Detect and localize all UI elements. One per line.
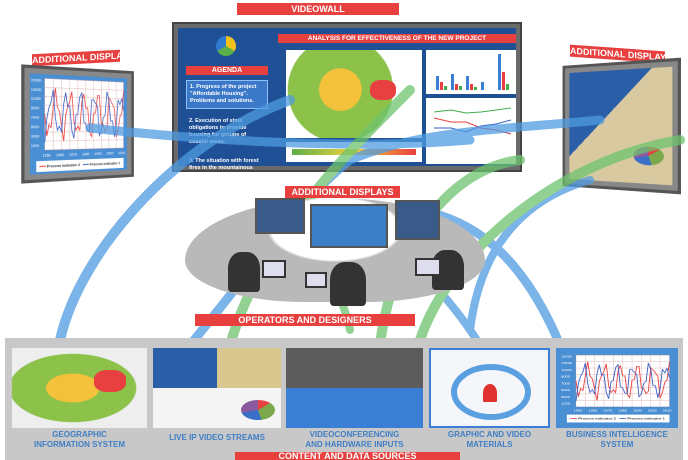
y-tick-label: 9000 bbox=[31, 106, 39, 110]
agenda-item: 3. The situation with forest fires in th… bbox=[189, 158, 259, 178]
videoconferencing-thumbnail bbox=[286, 348, 423, 428]
bi-thumbnail: 15000 13000 11000 9000 7000 5000 3000 1000 1950 1… bbox=[556, 348, 678, 428]
y-tick-label: 9000 bbox=[561, 375, 570, 378]
operator-chair bbox=[330, 262, 366, 306]
agenda-item: 1. Progress of the project "Affordable H… bbox=[186, 80, 268, 109]
analysis-title: ANALYSIS FOR EFFECTIVENESS OF THE NEW PR… bbox=[278, 34, 516, 43]
flow-diagram bbox=[451, 364, 531, 420]
legend-label: Process indicator 1 bbox=[90, 162, 120, 167]
additional-displays-center-label: ADDITIONAL DISPLAYS bbox=[285, 186, 400, 198]
y-tick-label: 13000 bbox=[561, 362, 572, 365]
laptop bbox=[262, 260, 286, 278]
x-tick-label: 1990 bbox=[94, 152, 101, 156]
pie-chart-icon bbox=[241, 400, 275, 420]
x-tick-label: 1960 bbox=[56, 153, 64, 157]
series-line-indicator-2 bbox=[575, 361, 670, 401]
logo-icon bbox=[216, 36, 236, 56]
bar-chart bbox=[436, 54, 509, 90]
legend-label: Process indicator 2 bbox=[578, 417, 616, 420]
agenda-title: AGENDA bbox=[186, 66, 268, 75]
series-line-indicator-1 bbox=[575, 362, 670, 402]
laptop bbox=[305, 272, 327, 288]
graphic-materials-thumbnail bbox=[429, 348, 550, 428]
x-tick-label: 1980 bbox=[618, 409, 627, 412]
x-tick-label: 1950 bbox=[43, 153, 51, 157]
y-tick-label: 7000 bbox=[31, 116, 39, 120]
source-caption-video-streams: LIVE IP VIDEO STREAMS bbox=[169, 433, 265, 442]
y-tick-label: 7000 bbox=[561, 382, 570, 385]
x-tick-label: 2010 bbox=[118, 151, 125, 155]
legend-label: Process indicator 2 bbox=[47, 163, 80, 169]
content-sources-label: CONTENT AND DATA SOURCES bbox=[235, 452, 460, 460]
y-tick-label: 3000 bbox=[561, 395, 570, 398]
x-tick-label: 2010 bbox=[663, 409, 672, 412]
y-tick-label: 13000 bbox=[31, 87, 41, 92]
bi-chart: 15000 13000 11000 9000 7000 5000 3000 1000 1950 1… bbox=[561, 355, 672, 423]
y-tick-label: 1000 bbox=[31, 144, 39, 148]
x-tick-label: 2000 bbox=[648, 409, 657, 412]
x-tick-label: 1980 bbox=[82, 152, 89, 156]
map-region-highlight bbox=[370, 80, 396, 100]
bar-chart-panel bbox=[426, 50, 516, 94]
video-streams-thumbnail bbox=[153, 348, 281, 428]
y-tick-label: 3000 bbox=[31, 135, 39, 139]
operators-label: OPERATORS AND DESIGNERS bbox=[195, 314, 415, 326]
x-tick-label: 1970 bbox=[603, 409, 612, 412]
x-tick-label: 2000 bbox=[106, 151, 113, 155]
x-tick-label: 1960 bbox=[589, 409, 598, 412]
x-tick-label: 1970 bbox=[69, 152, 77, 156]
y-tick-label: 5000 bbox=[561, 389, 570, 392]
table-monitor bbox=[395, 200, 440, 240]
y-tick-label: 11000 bbox=[561, 369, 572, 372]
table-monitor bbox=[255, 198, 305, 234]
table-monitor bbox=[310, 204, 388, 248]
y-tick-label: 1000 bbox=[561, 402, 570, 405]
x-tick-label: 1990 bbox=[633, 409, 642, 412]
legend-label: Process indicator 1 bbox=[627, 417, 665, 420]
y-tick-label: 5000 bbox=[31, 125, 39, 129]
map-panel bbox=[286, 50, 422, 138]
y-tick-label: 11000 bbox=[31, 97, 41, 101]
laptop bbox=[415, 258, 441, 276]
gis-thumbnail bbox=[12, 348, 147, 428]
operator-chair bbox=[228, 252, 260, 292]
y-tick-label: 15000 bbox=[561, 355, 572, 358]
chart-legend bbox=[36, 157, 124, 173]
person-icon bbox=[483, 384, 497, 402]
videowall-label: VIDEOWALL bbox=[237, 3, 399, 15]
x-tick-label: 1950 bbox=[574, 409, 583, 412]
chart-legend bbox=[566, 414, 670, 423]
y-tick-label: 15000 bbox=[31, 78, 41, 83]
